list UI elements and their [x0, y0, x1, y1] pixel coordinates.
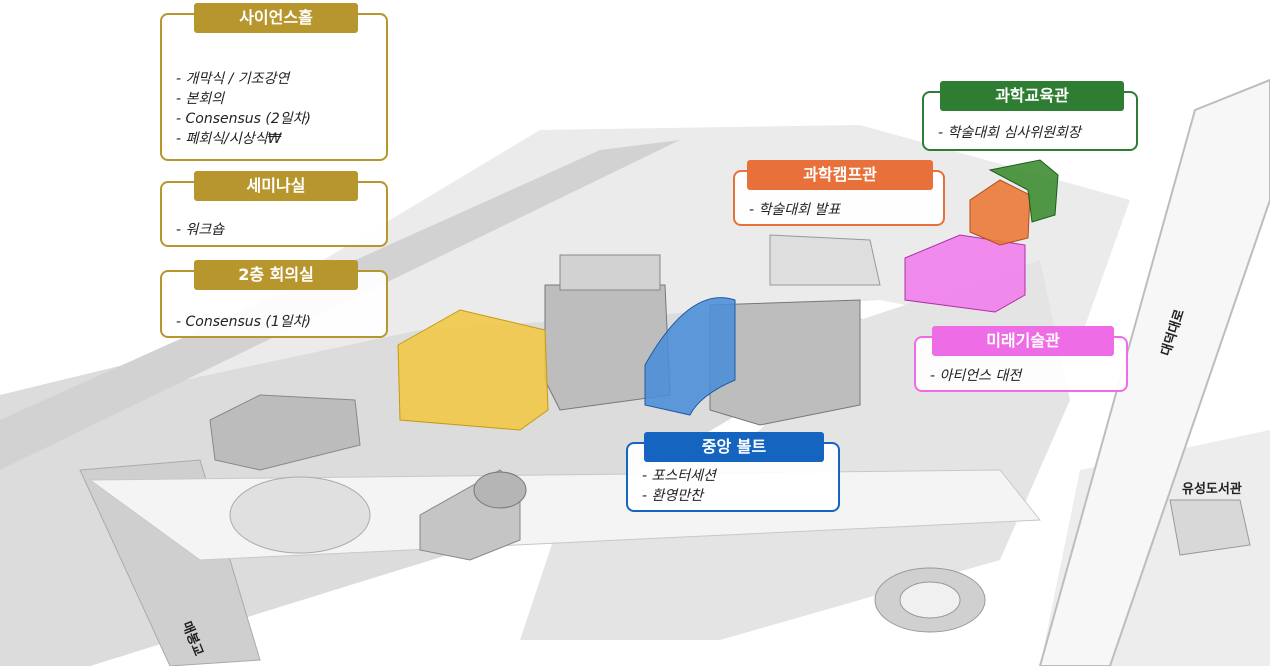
meeting-room-title: 2층 회의실: [194, 260, 358, 290]
central-vault-callout: 중앙 볼트 포스터세션 환영만찬: [626, 432, 840, 512]
yellow-hall-building: [397, 309, 549, 431]
yuseong-library-label: 유성도서관: [1182, 482, 1242, 497]
list-item: Consensus (1일차): [176, 312, 312, 332]
list-item: 워크숍: [176, 220, 225, 240]
central-vault-list: 포스터세션 환영만찬: [642, 466, 716, 506]
future-tech-list: 아티언스 대전: [930, 366, 1022, 386]
meeting-room-callout: 2층 회의실 Consensus (1일차): [160, 260, 388, 338]
science-hall-list: 개막식 / 기조강연 본회의 Consensus (2일차) 폐회식/시상식₩: [176, 69, 312, 149]
north-parking: [769, 234, 881, 286]
science-camp-building: [969, 179, 1031, 246]
central-vault-title: 중앙 볼트: [644, 432, 824, 462]
science-hall-callout: 사이언스홀 개막식 / 기조강연 본회의 Consensus (2일차) 폐회식…: [160, 3, 388, 161]
list-item: Consensus (2일차): [176, 109, 312, 129]
list-item: 폐회식/시상식₩: [176, 129, 311, 149]
south-rotunda: [473, 471, 527, 509]
library-block: [1169, 499, 1251, 556]
science-camp-list: 학술대회 발표: [749, 200, 841, 220]
science-education-title: 과학교육관: [940, 81, 1124, 111]
science-education-callout: 과학교육관 학술대회 심사위원회장: [922, 81, 1138, 151]
list-item: 본회의: [176, 89, 311, 109]
circle-plaza-inner: [899, 581, 961, 619]
seminar-room-title: 세미나실: [194, 171, 358, 201]
central-vault-building: [644, 297, 736, 416]
future-tech-title: 미래기술관: [932, 326, 1114, 356]
science-education-building: [988, 159, 1059, 223]
list-item: 학술대회 발표: [749, 200, 841, 220]
list-item: 환영만찬: [642, 486, 716, 506]
west-annex: [209, 394, 361, 471]
list-item: 개막식 / 기조강연: [176, 69, 311, 89]
science-camp-title: 과학캠프관: [747, 160, 933, 190]
rear-block: [559, 254, 661, 291]
science-camp-callout: 과학캠프관 학술대회 발표: [733, 160, 945, 226]
list-item: 학술대회 심사위원회장: [938, 123, 1081, 143]
meeting-room-list: Consensus (1일차): [176, 312, 312, 332]
future-tech-building: [904, 234, 1026, 313]
list-item: 아티언스 대전: [930, 366, 1022, 386]
seminar-room-callout: 세미나실 워크숍: [160, 171, 388, 247]
west-garden: [229, 476, 371, 554]
science-hall-title: 사이언스홀: [194, 3, 358, 33]
future-tech-callout: 미래기술관 아티언스 대전: [914, 326, 1128, 392]
seminar-room-list: 워크숍: [176, 220, 225, 240]
list-item: 포스터세션: [642, 466, 716, 486]
science-education-list: 학술대회 심사위원회장: [938, 123, 1081, 143]
daedeok-road: [1038, 78, 1270, 666]
